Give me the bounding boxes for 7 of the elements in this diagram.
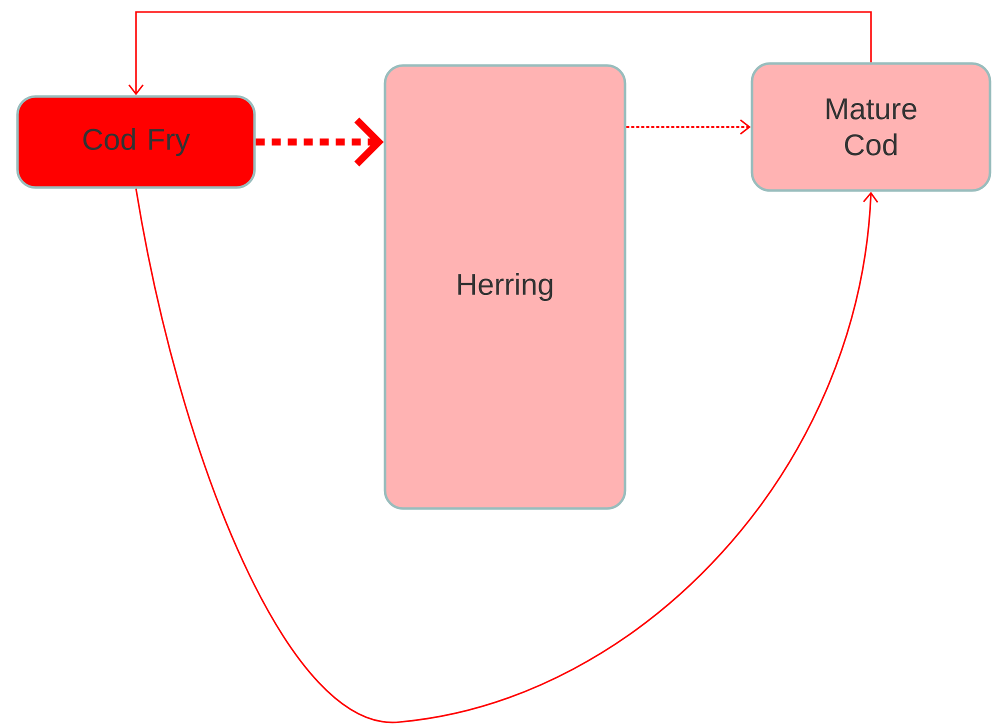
process-box: Mature Cod — [750, 62, 992, 192]
arrow — [256, 118, 384, 166]
arrow — [135, 188, 878, 723]
process-box: Cod Fry — [16, 95, 256, 189]
arrow — [626, 119, 751, 135]
arrow — [128, 11, 872, 96]
process-box: Herring — [384, 64, 626, 510]
